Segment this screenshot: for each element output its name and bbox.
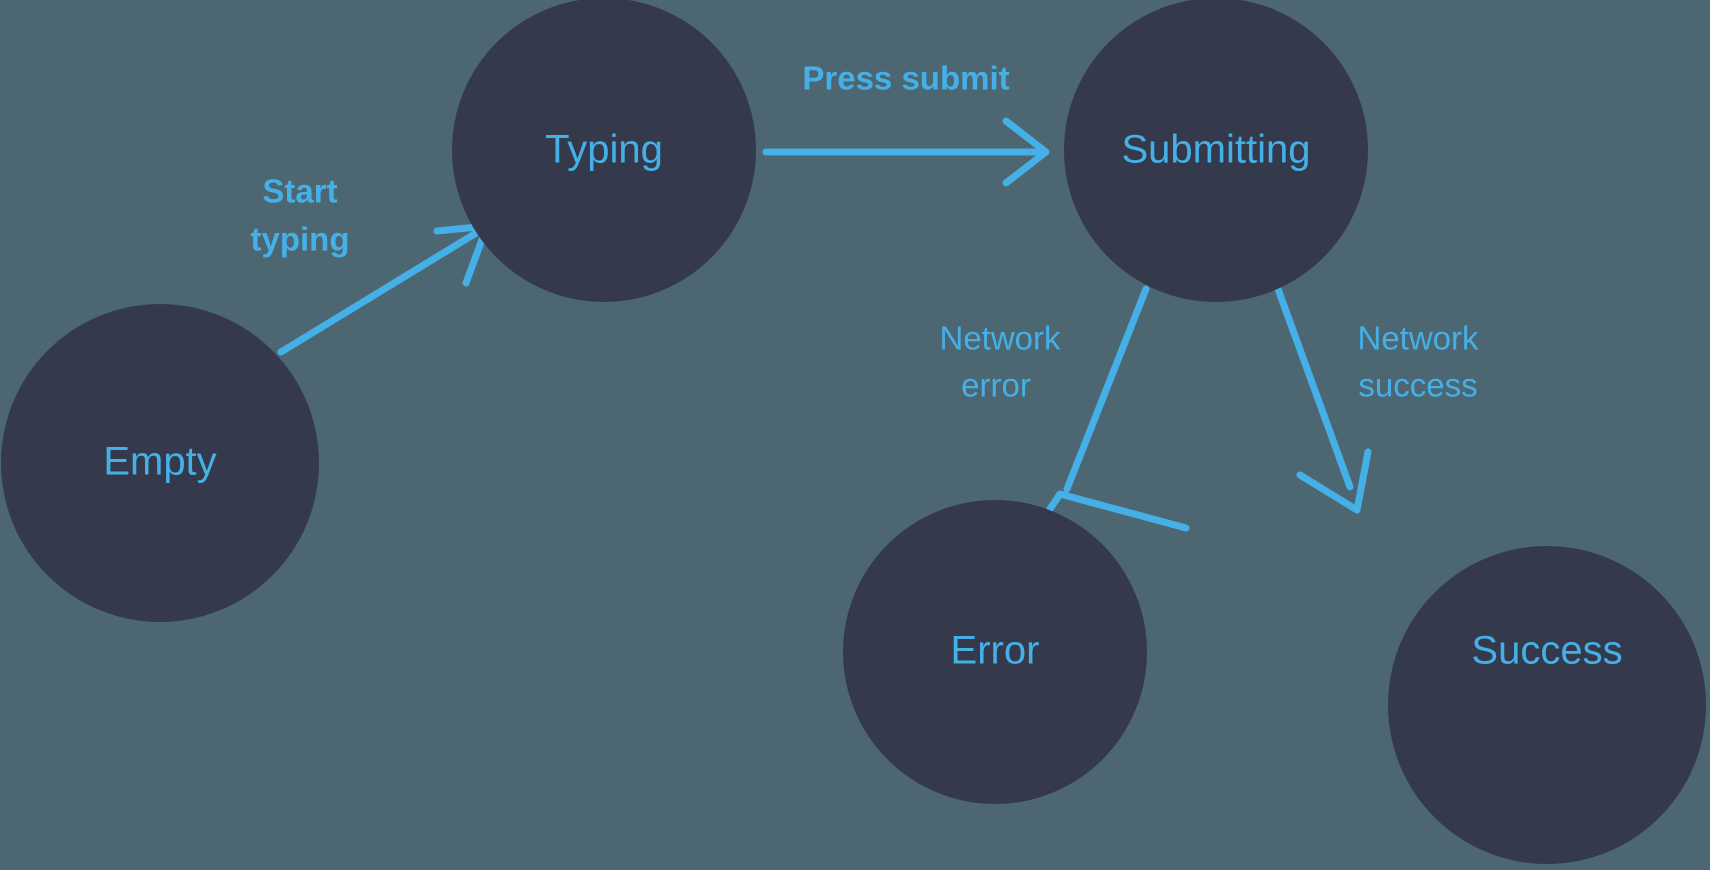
- node-error-label: Error: [951, 629, 1040, 673]
- node-success-circle[interactable]: [1388, 546, 1706, 864]
- node-submitting[interactable]: Submitting: [1064, 0, 1368, 302]
- edge-label-network-success-line1: Network: [1357, 320, 1479, 357]
- edge-label-network-error-line1: Network: [939, 320, 1061, 357]
- edge-label-network-error: Network error: [939, 320, 1061, 404]
- node-empty-circle[interactable]: [1, 304, 319, 622]
- edge-label-press-submit-line1: Press submit: [802, 60, 1009, 97]
- edge-label-network-success: Network success: [1357, 320, 1479, 404]
- edge-typing-to-submitting-arrowhead: [1002, 117, 1050, 187]
- node-empty[interactable]: Empty: [1, 304, 319, 622]
- edge-submitting-to-success-arrowhead: [1296, 448, 1372, 514]
- edge-label-network-error-line2: error: [961, 367, 1031, 404]
- edge-submitting-to-success: [1274, 285, 1372, 514]
- node-submitting-circle[interactable]: [1064, 0, 1368, 302]
- node-typing[interactable]: Typing: [452, 0, 756, 302]
- edge-empty-to-typing-line: [277, 223, 490, 356]
- node-typing-circle[interactable]: [452, 0, 756, 302]
- edge-submitting-to-error-line: [1063, 285, 1150, 493]
- node-success-label: Success: [1471, 629, 1622, 673]
- edge-label-start-typing: Start typing: [251, 173, 350, 258]
- node-empty-label: Empty: [103, 440, 216, 484]
- node-error[interactable]: Error: [843, 500, 1147, 804]
- edge-submitting-to-error-arrowhead: [1044, 490, 1190, 532]
- edge-submitting-to-success-line: [1274, 285, 1354, 491]
- node-typing-label: Typing: [545, 128, 663, 172]
- edge-label-press-submit: Press submit: [802, 60, 1009, 97]
- node-success[interactable]: Success: [1388, 546, 1706, 864]
- node-submitting-label: Submitting: [1122, 128, 1311, 172]
- edge-typing-to-submitting: [762, 117, 1050, 187]
- edge-submitting-to-error: [1044, 285, 1190, 532]
- edge-label-start-typing-line1: Start: [262, 173, 337, 210]
- edge-label-start-typing-line2: typing: [251, 221, 350, 258]
- edge-label-network-success-line2: success: [1358, 367, 1477, 404]
- node-error-circle[interactable]: [843, 500, 1147, 804]
